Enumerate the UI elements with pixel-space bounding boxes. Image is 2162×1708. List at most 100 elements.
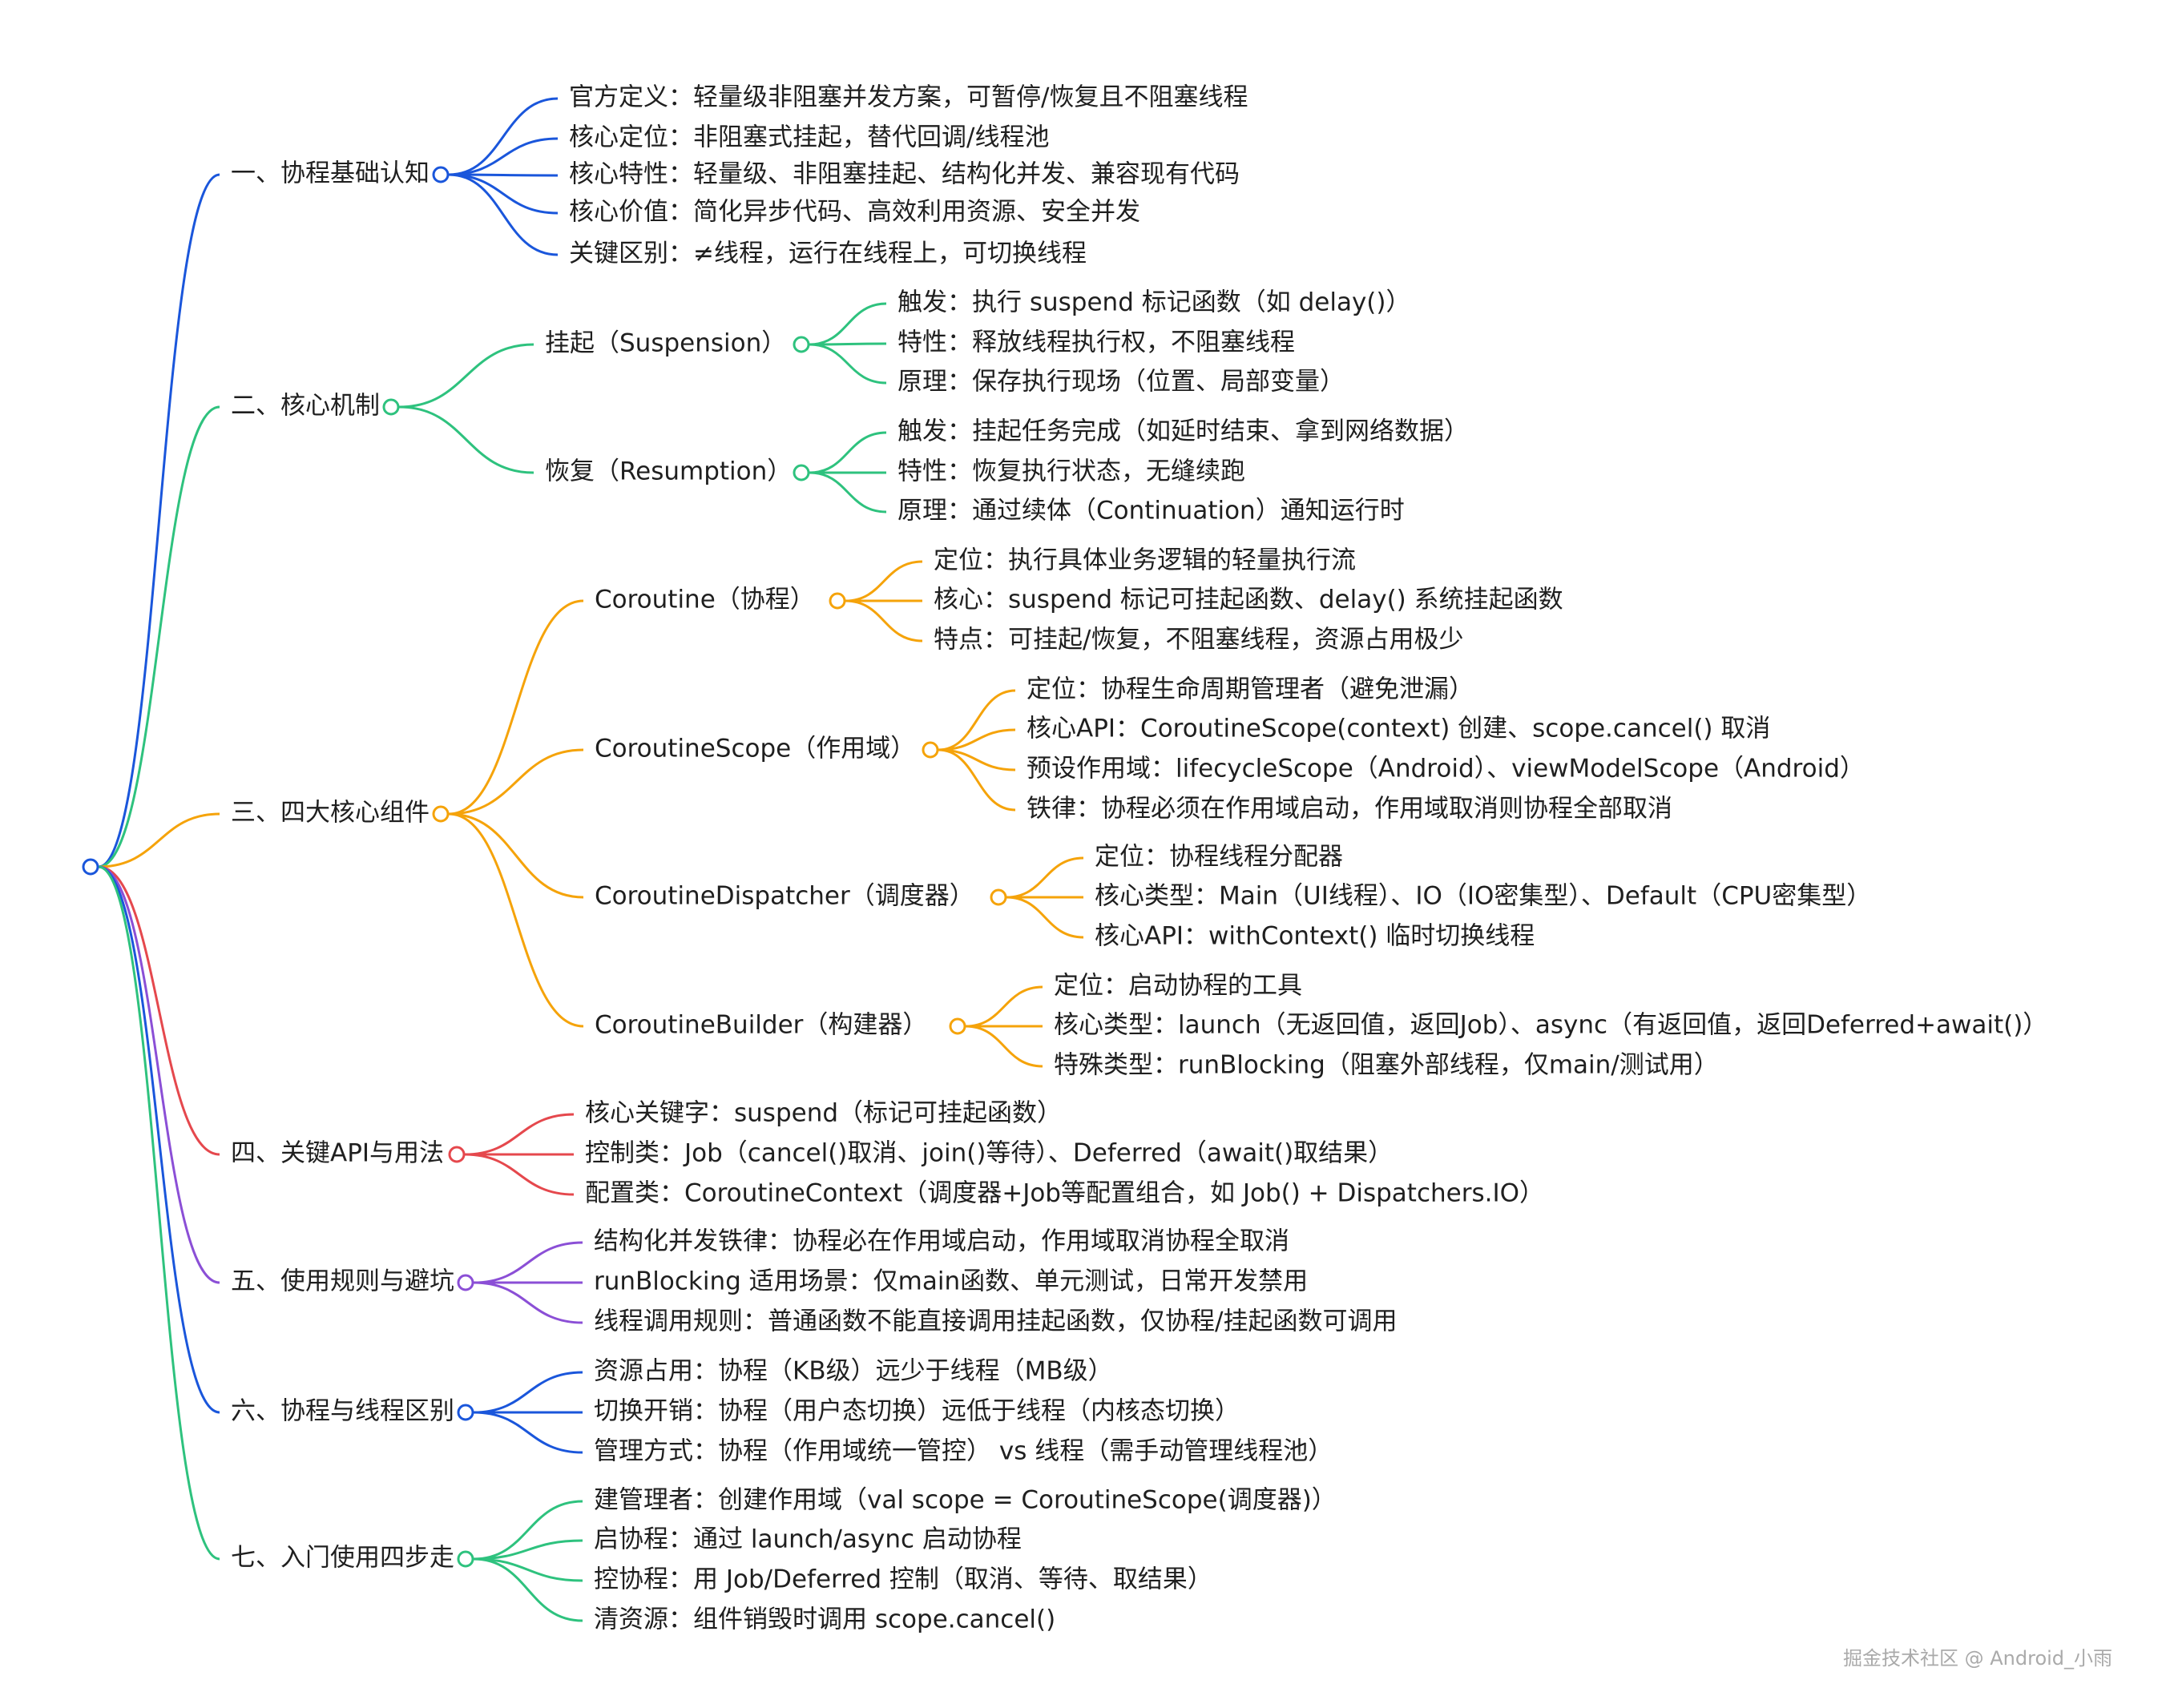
branch-label: 七、入门使用四步走 — [231, 1544, 454, 1573]
branch-node[interactable] — [382, 398, 400, 416]
leaf-label: 核心API：CoroutineScope(context) 创建、scope.c… — [1027, 715, 1770, 743]
leaf-label: 触发：执行 suspend 标记函数（如 delay()） — [897, 288, 1410, 317]
edge-branch-child — [448, 812, 584, 899]
branch-label: 五、使用规则与避坑 — [231, 1267, 454, 1296]
leaf-label: 定位：执行具体业务逻辑的轻量执行流 — [934, 546, 1356, 575]
leaf-label: 定位：协程生命周期管理者（避免泄漏） — [1027, 675, 1474, 704]
child-node[interactable] — [949, 1017, 966, 1035]
edge-child-leaf — [1006, 856, 1084, 899]
edge-branch-child — [473, 1557, 583, 1622]
root-node[interactable] — [82, 858, 99, 876]
edge-child-leaf — [938, 689, 1016, 751]
edge-child-leaf — [1006, 896, 1084, 939]
edge-branch-child — [448, 599, 584, 816]
child-label: runBlocking 适用场景：仅main函数、单元测试，日常开发禁用 — [594, 1267, 1308, 1296]
child-label: CoroutineBuilder（构建器） — [595, 1011, 927, 1040]
branch-node[interactable] — [448, 1146, 466, 1163]
child-node[interactable] — [990, 888, 1007, 906]
branch-label: 三、四大核心组件 — [231, 799, 430, 828]
leaf-label: 原理：通过续体（Continuation）通知运行时 — [897, 497, 1405, 526]
child-label: 核心价值：简化异步代码、高效利用资源、安全并发 — [569, 198, 1140, 227]
child-label: CoroutineScope（作用域） — [595, 735, 915, 763]
child-label: 恢复（Resumption） — [545, 457, 792, 486]
edge-branch-child — [398, 343, 534, 409]
child-node[interactable] — [793, 464, 810, 481]
edge-child-leaf — [845, 560, 923, 602]
child-label: 官方定义：轻量级非阻塞并发方案，可暂停/恢复且不阻塞线程 — [569, 83, 1248, 112]
branch-label: 一、协程基础认知 — [231, 159, 430, 188]
edge-branch-child — [448, 748, 584, 816]
child-label: 线程调用规则：普通函数不能直接调用挂起函数，仅协程/挂起函数可调用 — [594, 1307, 1397, 1336]
edge-branch-child — [448, 173, 559, 256]
leaf-label: 定位：启动协程的工具 — [1054, 972, 1302, 1001]
branch-node[interactable] — [432, 805, 450, 823]
leaf-label: 核心类型：launch（无返回值，返回Job）、async（有返回值，返回Def… — [1054, 1011, 2047, 1040]
edge-branch-child — [473, 1500, 583, 1561]
leaf-label: 铁律：协程必须在作用域启动，作用域取消则协程全部取消 — [1027, 795, 1672, 824]
branch-node[interactable] — [432, 166, 450, 183]
child-label: 配置类：CoroutineContext（调度器+Job等配置组合，如 Job(… — [585, 1179, 1544, 1208]
branch-label: 六、协程与线程区别 — [231, 1397, 454, 1426]
child-node[interactable] — [922, 741, 939, 759]
edge-child-leaf — [965, 985, 1043, 1028]
edge-branch-child — [448, 97, 559, 176]
child-label: 建管理者：创建作用域（val scope = CoroutineScope(调度… — [594, 1486, 1337, 1515]
edge-child-leaf — [809, 343, 887, 385]
child-label: 控制类：Job（cancel()取消、join()等待）、Deferred（aw… — [585, 1139, 1393, 1168]
edge-root-branch — [98, 405, 220, 868]
leaf-label: 触发：挂起任务完成（如延时结束、拿到网络数据） — [897, 417, 1469, 446]
leaf-label: 原理：保存执行现场（位置、局部变量） — [897, 368, 1345, 397]
leaf-label: 核心API：withContext() 临时切换线程 — [1095, 922, 1535, 951]
child-label: Coroutine（协程） — [595, 586, 815, 614]
edge-child-leaf — [938, 748, 1016, 812]
child-label: 资源占用：协程（KB级）远少于线程（MB级） — [594, 1357, 1113, 1386]
leaf-label: 核心类型：Main（UI线程）、IO（IO密集型）、Default（CPU密集型… — [1095, 882, 1871, 911]
edge-branch-child — [473, 1281, 583, 1324]
leaf-label: 特点：可挂起/恢复，不阻塞线程，资源占用极少 — [934, 626, 1463, 655]
child-label: 核心定位：非阻塞式挂起，替代回调/线程池 — [569, 123, 1049, 152]
child-node[interactable] — [829, 592, 846, 610]
child-label: 关键区别：≠线程，运行在线程上，可切换线程 — [569, 240, 1087, 268]
edge-branch-child — [473, 1539, 583, 1561]
child-label: 清资源：组件销毁时调用 scope.cancel() — [594, 1605, 1055, 1634]
edge-root-branch — [98, 173, 220, 868]
leaf-label: 特性：恢复执行状态，无缝续跑 — [897, 457, 1245, 486]
child-label: 核心关键字：suspend（标记可挂起函数） — [585, 1099, 1062, 1128]
edge-branch-child — [473, 1241, 583, 1284]
branch-node[interactable] — [457, 1550, 474, 1568]
edge-child-leaf — [809, 431, 887, 474]
leaf-label: 核心：suspend 标记可挂起函数、delay() 系统挂起函数 — [934, 586, 1563, 614]
child-label: 切换开销：协程（用户态切换）远低于线程（内核态切换） — [594, 1397, 1240, 1426]
edge-child-leaf — [965, 1025, 1043, 1068]
edge-branch-child — [473, 1557, 583, 1582]
edge-branch-child — [473, 1371, 583, 1414]
edge-branch-child — [464, 1153, 575, 1196]
branch-label: 二、核心机制 — [231, 392, 380, 421]
edge-root-branch — [98, 865, 220, 1284]
child-node[interactable] — [793, 336, 810, 353]
edge-root-branch — [98, 812, 220, 868]
edge-branch-child — [398, 405, 534, 474]
leaf-label: 定位：协程线程分配器 — [1095, 843, 1343, 872]
child-label: 启协程：通过 launch/async 启动协程 — [594, 1525, 1022, 1554]
leaf-label: 特殊类型：runBlocking（阻塞外部线程，仅main/测试用） — [1054, 1051, 1719, 1080]
branch-label: 四、关键API与用法 — [231, 1139, 444, 1168]
child-label: 控协程：用 Job/Deferred 控制（取消、等待、取结果） — [594, 1565, 1212, 1594]
edge-root-branch — [98, 865, 220, 1156]
child-label: 管理方式：协程（作用域统一管控） vs 线程（需手动管理线程池） — [594, 1437, 1333, 1466]
branch-node[interactable] — [457, 1404, 474, 1421]
leaf-label: 预设作用域：lifecycleScope（Android）、viewModelS… — [1027, 755, 1865, 784]
edge-root-branch — [98, 865, 220, 1414]
edge-child-leaf — [809, 302, 887, 346]
edge-child-leaf — [845, 599, 923, 643]
edge-branch-child — [464, 1113, 575, 1156]
child-label: 结构化并发铁律：协程必在作用域启动，作用域取消协程全取消 — [594, 1227, 1289, 1256]
edge-branch-child — [448, 137, 559, 176]
edge-branch-child — [473, 1411, 583, 1454]
branch-node[interactable] — [457, 1274, 474, 1291]
watermark: 掘金技术社区 @ Android_小雨 — [1843, 1647, 2113, 1670]
child-label: 挂起（Suspension） — [545, 329, 786, 358]
edge-branch-child — [448, 812, 584, 1028]
leaf-label: 特性：释放线程执行权，不阻塞线程 — [897, 328, 1295, 357]
